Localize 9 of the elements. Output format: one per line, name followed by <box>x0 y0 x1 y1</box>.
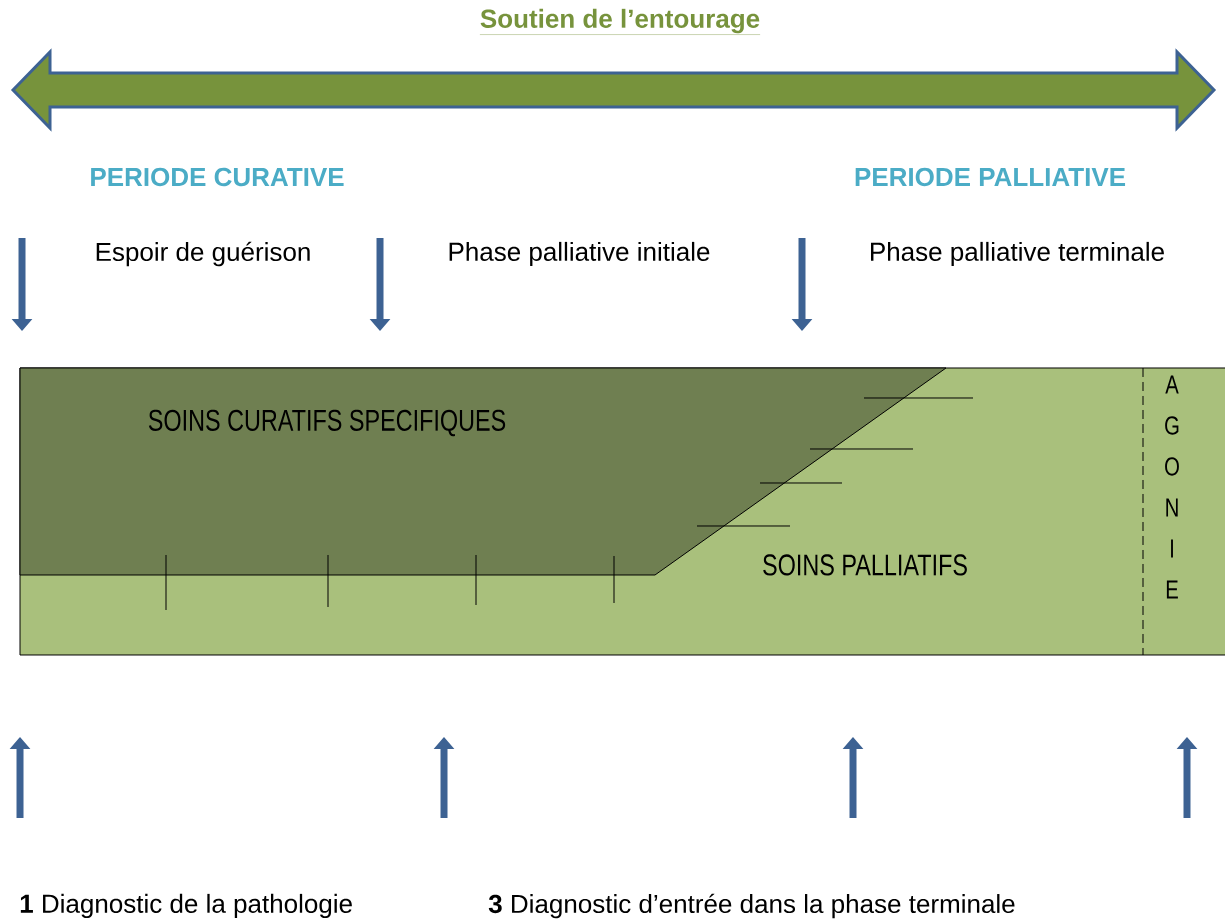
phase-label: Phase palliative initiale <box>449 241 710 267</box>
agony-section: AGONIE <box>1165 375 1179 599</box>
milestone-note: 3 Diagnostic d’entrée dans la phase terminale <box>488 893 1015 919</box>
phase-label: Espoir de guérison <box>96 241 310 267</box>
period-heading: PERIODE CURATIVE <box>91 167 344 187</box>
milestone-note: 1 Diagnostic de la pathologie <box>20 893 352 919</box>
phase-label: Phase palliative terminale <box>871 241 1164 267</box>
period-heading: PERIODE PALLIATIVE <box>855 167 1126 187</box>
title: Soutien de l’entourage <box>479 8 761 35</box>
